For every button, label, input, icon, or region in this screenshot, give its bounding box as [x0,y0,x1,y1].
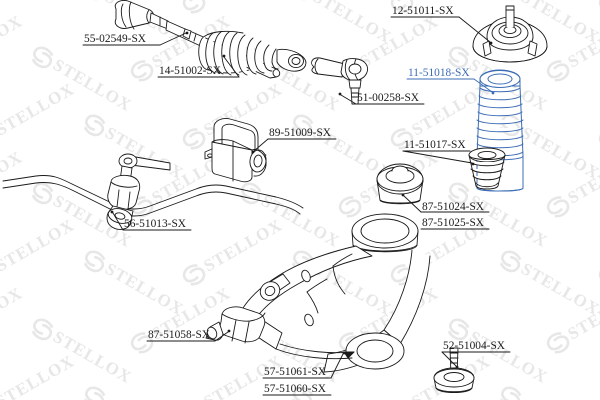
part-label-ball-joint: 52-51004-SX [443,340,506,352]
part-bump-stop [468,147,506,190]
part-label-stabilizer-link: 56-51013-SX [124,218,187,230]
part-stabilizer-bar-bushing [204,118,267,183]
part-strut-mount [472,5,548,63]
part-label-inner-tie-rod: 55-02549-SX [84,33,147,45]
part-label-control-arm-bushing-front: 87-51024-SX [422,201,485,213]
part-label-control-arm-bushing-rear: 87-51025-SX [422,217,485,229]
part-label-shock-absorber-dust-boot: 11-51018-SX [408,67,470,79]
part-label-control-arm-left: 57-51060-SX [264,383,327,395]
part-control-arm-bush [205,306,266,344]
part-label-stabilizer-bar-bushing: 89-51009-SX [269,127,332,139]
leader-lines [82,16,511,396]
part-label-bump-stop: 11-51017-SX [404,139,466,151]
part-label-control-arm-right: 57-51061-SX [264,366,327,378]
part-outer-tie-rod-end [311,57,369,105]
part-label-control-arm-bush: 87-51058-SX [148,329,211,341]
part-stabilizer-link [106,153,171,230]
part-lower-control-arm [240,213,431,373]
part-ball-joint [433,347,475,393]
part-label-steering-rack-boot: 14-51002-SX [159,65,222,77]
part-stabilizer-bar [2,175,304,217]
part-control-arm-bushings [376,163,424,205]
part-steering-rack-boot [198,30,307,76]
part-label-strut-mount: 12-51011-SX [392,5,454,17]
part-label-outer-tie-rod-end: 51-00258-SX [357,92,420,104]
